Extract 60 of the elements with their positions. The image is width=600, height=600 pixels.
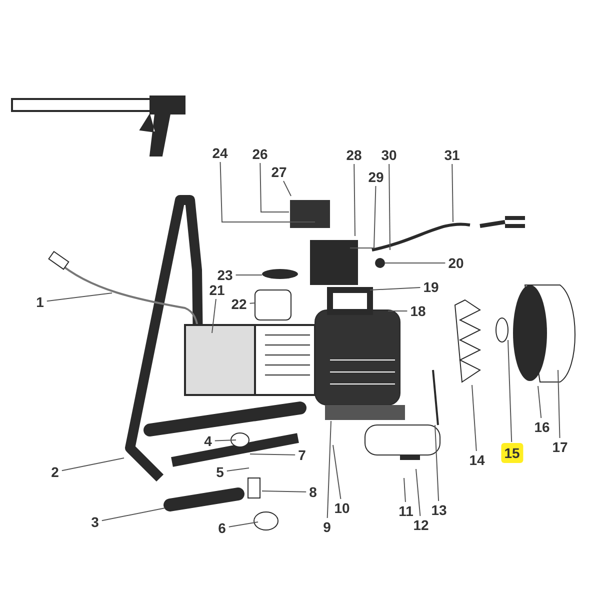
callout-number: 4 bbox=[202, 433, 214, 449]
leader-line bbox=[508, 340, 512, 442]
callout-number: 27 bbox=[269, 164, 289, 180]
callout-number: 20 bbox=[446, 255, 466, 271]
callout-number: 29 bbox=[366, 169, 386, 185]
callout-number: 22 bbox=[229, 296, 249, 312]
leader-line bbox=[350, 186, 376, 248]
leader-line bbox=[388, 164, 390, 250]
leader-line bbox=[452, 164, 454, 222]
leader-line bbox=[384, 262, 446, 264]
leader-line bbox=[283, 180, 292, 196]
callout-number: 26 bbox=[250, 146, 270, 162]
leader-line bbox=[416, 468, 421, 516]
callout-number: 16 bbox=[532, 419, 552, 435]
callout-number: 12 bbox=[411, 517, 431, 533]
callout-number: 2 bbox=[49, 464, 61, 480]
leader-line bbox=[214, 440, 236, 442]
callout-number: 28 bbox=[344, 147, 364, 163]
callout-number: 7 bbox=[296, 447, 308, 463]
callout-number: 8 bbox=[307, 484, 319, 500]
callout-number: 15 bbox=[501, 443, 523, 463]
leader-line bbox=[558, 370, 560, 438]
leader-line bbox=[61, 458, 124, 472]
leader-line bbox=[472, 384, 477, 452]
callout-number: 17 bbox=[550, 439, 570, 455]
callout-number: 19 bbox=[421, 279, 441, 295]
callout-number: 24 bbox=[210, 145, 230, 161]
callout-number: 30 bbox=[379, 147, 399, 163]
callout-number: 18 bbox=[408, 303, 428, 319]
callout-number: 10 bbox=[332, 500, 352, 516]
leader-line bbox=[262, 490, 307, 492]
callout-number: 11 bbox=[396, 503, 416, 519]
callout-number: 9 bbox=[321, 519, 333, 535]
leader-line bbox=[332, 444, 342, 500]
leader-line bbox=[249, 302, 256, 304]
leader-line bbox=[220, 162, 316, 222]
leader-line bbox=[250, 454, 296, 456]
leader-line bbox=[260, 162, 290, 212]
leader-line bbox=[354, 164, 356, 236]
leader-line bbox=[235, 274, 262, 276]
callout-number: 21 bbox=[207, 282, 227, 298]
leader-line bbox=[370, 287, 421, 290]
leader-line bbox=[326, 420, 332, 518]
leader-line bbox=[226, 468, 250, 472]
callout-number: 31 bbox=[442, 147, 462, 163]
leader-line bbox=[404, 478, 406, 502]
leader-line bbox=[46, 292, 112, 302]
leader-line bbox=[228, 522, 258, 528]
leader-line bbox=[434, 424, 440, 502]
leader-line bbox=[101, 508, 166, 522]
callout-number: 1 bbox=[34, 294, 46, 310]
callout-number: 6 bbox=[216, 520, 228, 536]
callout-number: 14 bbox=[467, 452, 487, 468]
callout-number: 13 bbox=[429, 502, 449, 518]
leader-line bbox=[388, 310, 408, 312]
callout-number: 5 bbox=[214, 464, 226, 480]
leader-line bbox=[538, 386, 542, 418]
callout-number: 23 bbox=[215, 267, 235, 283]
callout-number: 3 bbox=[89, 514, 101, 530]
leader-line bbox=[212, 298, 216, 334]
